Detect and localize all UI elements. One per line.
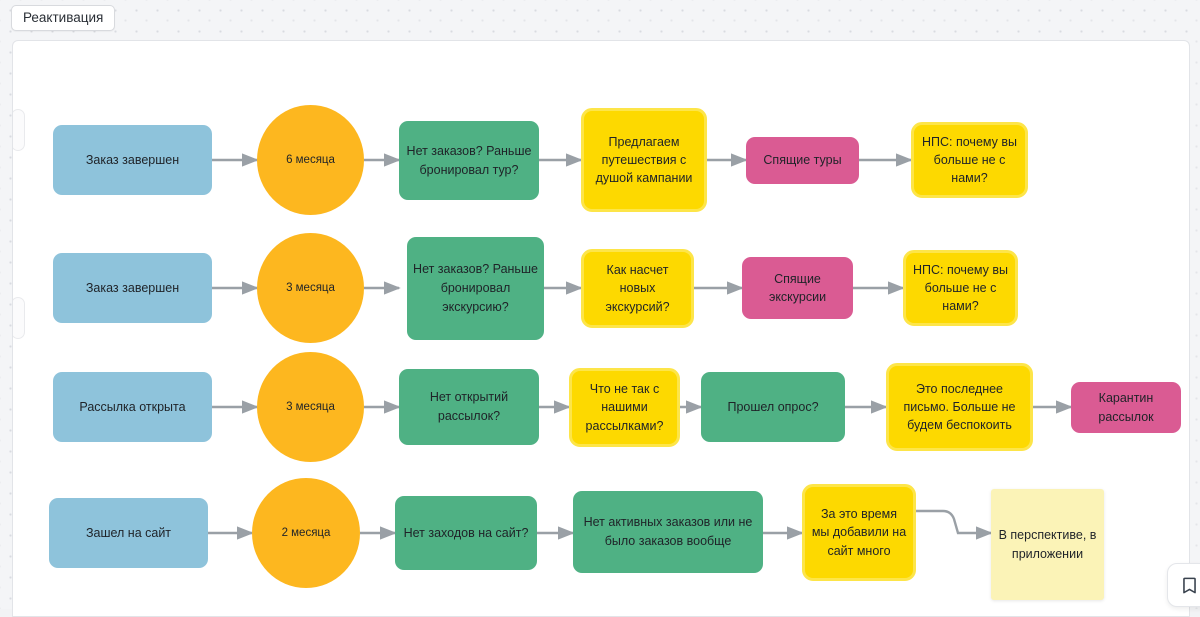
message-last-letter[interactable]: Это последнее письмо. Больше не будем бе… [886, 363, 1033, 451]
connector-elbow [916, 509, 993, 540]
tab-bar: Реактивация [0, 0, 1200, 33]
edge-ghost-widget-bottom [13, 297, 25, 339]
diagram-canvas[interactable]: Заказ завершен 6 месяца Нет заказов? Ран… [12, 40, 1190, 617]
node-label: За это время мы добавили на сайт много [811, 507, 907, 558]
message-new-excursions[interactable]: Как насчет новых экскурсий? [581, 249, 694, 328]
node-label: Карантин рассылок [1098, 391, 1154, 424]
segment-sleeping-excursions[interactable]: Спящие экскурсии [742, 257, 853, 319]
condition-no-site-visits[interactable]: Нет заходов на сайт? [395, 496, 537, 570]
node-label: Заказ завершен [85, 280, 180, 295]
node-label: Прошел опрос? [727, 399, 819, 414]
delay-3-months-2[interactable]: 3 месяца [257, 352, 364, 462]
delay-6-months[interactable]: 6 месяца [257, 105, 364, 215]
condition-no-orders-any[interactable]: Нет активных заказов или не было заказов… [573, 491, 763, 573]
node-label: Нет открытий рассылок? [429, 390, 509, 423]
edge-ghost-widget-top [13, 109, 25, 151]
node-label: Предлагаем путешествия с душой кампании [595, 134, 693, 186]
node-label: НПС: почему вы больше не с нами? [913, 262, 1008, 314]
node-label: Рассылка открыта [79, 399, 186, 414]
note-future-in-app[interactable]: В перспективе, в приложении [991, 489, 1104, 600]
node-label: НПС: почему вы больше не с нами? [922, 134, 1017, 186]
condition-no-orders-excursion[interactable]: Нет заказов? Раньше бронировал экскурсию… [407, 237, 544, 340]
node-label: Нет активных заказов или не было заказов… [583, 515, 753, 548]
node-label: Это последнее письмо. Больше не будем бе… [903, 381, 1016, 433]
message-whats-wrong[interactable]: Что не так с нашими рассылками? [569, 368, 680, 447]
condition-no-orders-tour[interactable]: Нет заказов? Раньше бронировал тур? [399, 121, 539, 200]
bookmark-icon [1182, 577, 1196, 593]
condition-no-opens[interactable]: Нет открытий рассылок? [399, 369, 539, 445]
tab-reactivation[interactable]: Реактивация [11, 5, 116, 31]
node-label: Нет заходов на сайт? [403, 525, 529, 540]
segment-sleeping-tours[interactable]: Спящие туры [746, 137, 859, 184]
segment-newsletter-quarantine[interactable]: Карантин рассылок [1071, 382, 1181, 433]
trigger-newsletter-opened[interactable]: Рассылка открыта [53, 372, 212, 442]
delay-3-months[interactable]: 3 месяца [257, 233, 364, 343]
trigger-visited-site[interactable]: Зашел на сайт [49, 498, 208, 568]
trigger-order-completed[interactable]: Заказ завершен [53, 125, 212, 195]
node-label: Что не так с нашими рассылками? [585, 382, 664, 433]
condition-survey-passed[interactable]: Прошел опрос? [701, 372, 845, 442]
node-label: В перспективе, в приложении [998, 527, 1097, 561]
node-label: Спящие экскурсии [768, 271, 827, 304]
node-label: Заказ завершен [85, 152, 180, 167]
survey-nps-excursions[interactable]: НПС: почему вы больше не с нами? [903, 250, 1018, 326]
node-label: 6 месяца [286, 153, 335, 166]
message-soulful-trips[interactable]: Предлагаем путешествия с душой кампании [581, 108, 707, 212]
node-label: 3 месяца [286, 400, 335, 413]
survey-nps-tours[interactable]: НПС: почему вы больше не с нами? [911, 122, 1028, 198]
message-added-a-lot[interactable]: За это время мы добавили на сайт много [802, 484, 916, 581]
node-label: Нет заказов? Раньше бронировал экскурсию… [413, 262, 538, 314]
node-label: Как насчет новых экскурсий? [605, 263, 670, 314]
trigger-order-completed-2[interactable]: Заказ завершен [53, 253, 212, 323]
bookmark-tool-button[interactable] [1167, 563, 1200, 607]
delay-2-months[interactable]: 2 месяца [252, 478, 360, 588]
node-label: 3 месяца [286, 281, 335, 294]
node-label: Нет заказов? Раньше бронировал тур? [406, 143, 532, 177]
node-label: Зашел на сайт [85, 525, 172, 540]
node-label: 2 месяца [281, 526, 331, 539]
node-label: Спящие туры [763, 153, 842, 168]
